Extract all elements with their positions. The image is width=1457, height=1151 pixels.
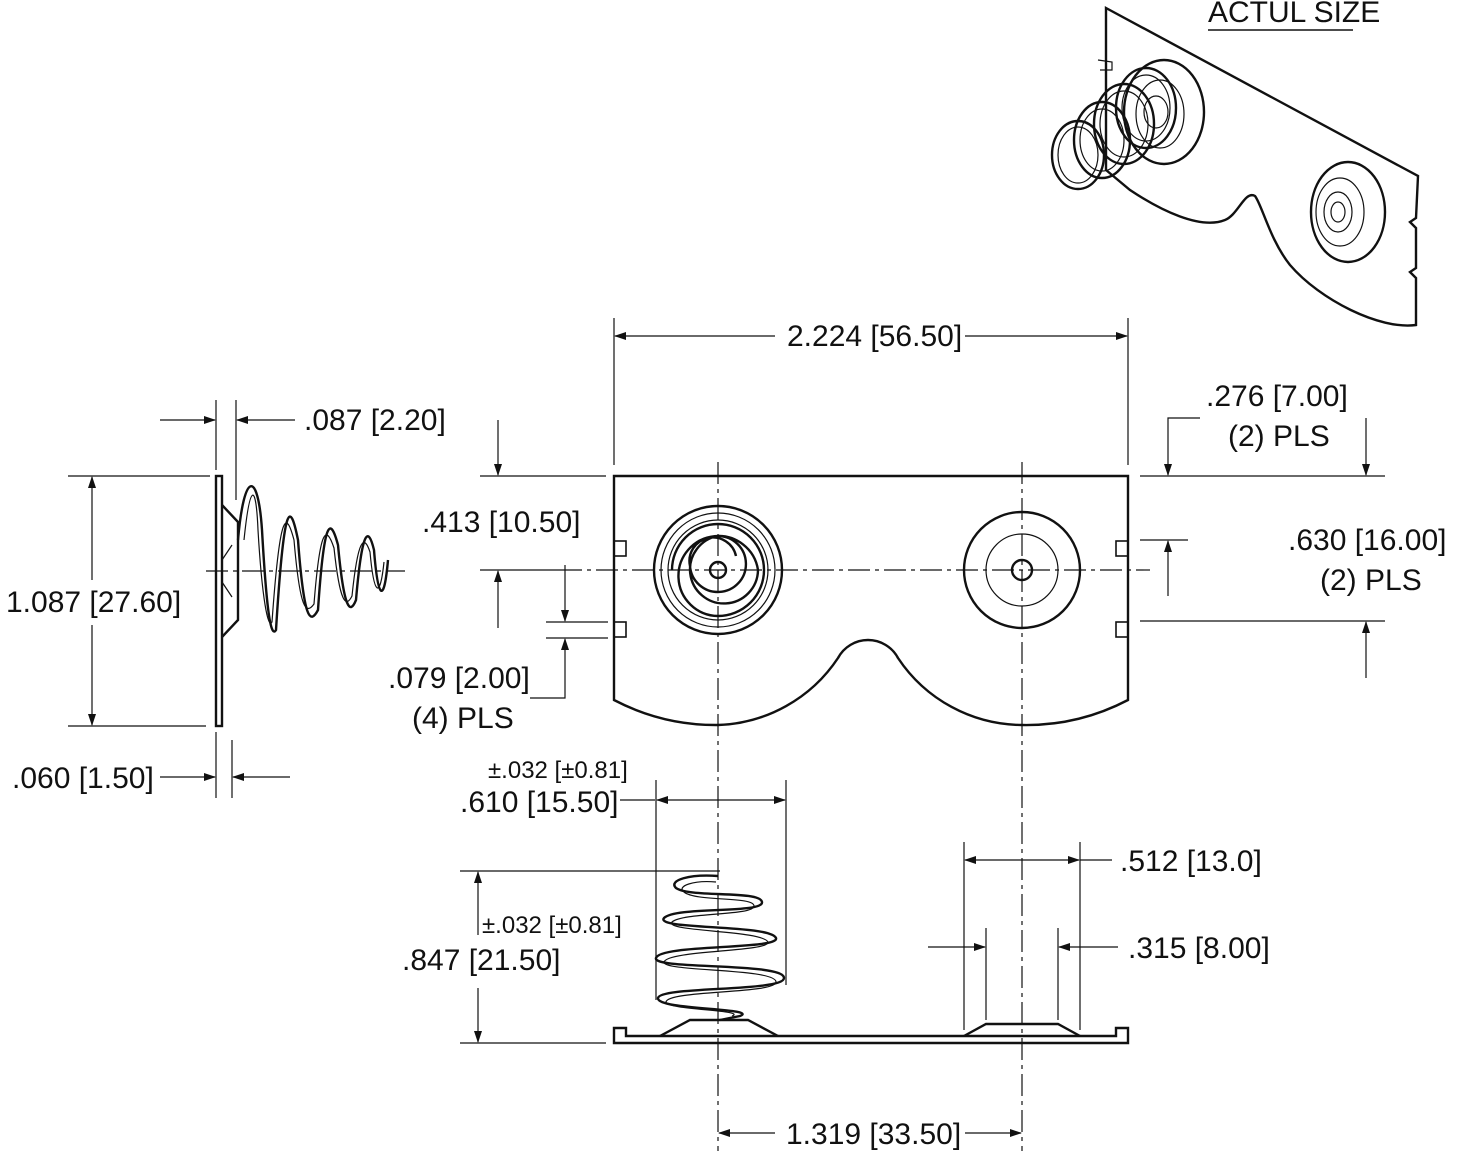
slot [613, 540, 627, 557]
iso-plate [1104, 5, 1420, 327]
dim-tab-depth-qty: (2) PLS [1228, 420, 1330, 453]
dim-slot-width-qty: (4) PLS [412, 702, 514, 735]
front-plate [612, 474, 1130, 727]
slot [613, 621, 627, 638]
dim-slot-spacing-qty: (2) PLS [1320, 564, 1422, 597]
dim-spring-height: .847 [21.50] [402, 944, 560, 977]
side-spring [236, 485, 390, 633]
bottom-spring [654, 874, 786, 1022]
side-view: .087 [2.20] 1.087 [27.60] .060 [1.50] [6, 400, 446, 798]
dim-tab-depth: .276 [7.00] [1206, 380, 1348, 413]
dim-spring-diameter: .610 [15.50] [460, 786, 618, 819]
dim-contact-spacing: 1.319 [33.50] [786, 1118, 961, 1151]
dim-slot-width: .079 [2.00] [388, 662, 530, 695]
dim-plate-thickness: .060 [1.50] [12, 762, 154, 795]
dim-overall-width: 2.224 [56.50] [787, 320, 962, 353]
slot [1115, 540, 1129, 557]
iso-spring-base [1122, 58, 1206, 166]
dim-boss-inner: .315 [8.00] [1128, 932, 1270, 965]
iso-flat-contact [1309, 160, 1387, 264]
dim-overall-height: 1.087 [27.60] [6, 586, 181, 619]
dim-boss-outer: .512 [13.0] [1120, 845, 1262, 878]
actual-size-label: ACTUL SIZE [1208, 0, 1380, 29]
dim-slot-spacing: .630 [16.00] [1288, 524, 1446, 557]
iso-spring [1050, 66, 1178, 191]
dim-spring-height-tol: ±.032 [±0.81] [482, 912, 622, 939]
dim-plate-gap: .087 [2.20] [304, 404, 446, 437]
bottom-view: ±.032 [±0.81] .610 [15.50] ±.032 [±0.81]… [402, 757, 1270, 1151]
dim-spring-diameter-tol: ±.032 [±0.81] [488, 757, 628, 784]
bottom-plate [612, 1026, 1130, 1045]
slot [1115, 621, 1129, 638]
isometric-view: ACTUL SIZE [1050, 0, 1420, 327]
side-plate [214, 474, 224, 728]
front-view: 2.224 [56.50] .413 [10.50] .079 [2.00] (… [388, 318, 1446, 1151]
dim-slot-offset: .413 [10.50] [422, 506, 580, 539]
